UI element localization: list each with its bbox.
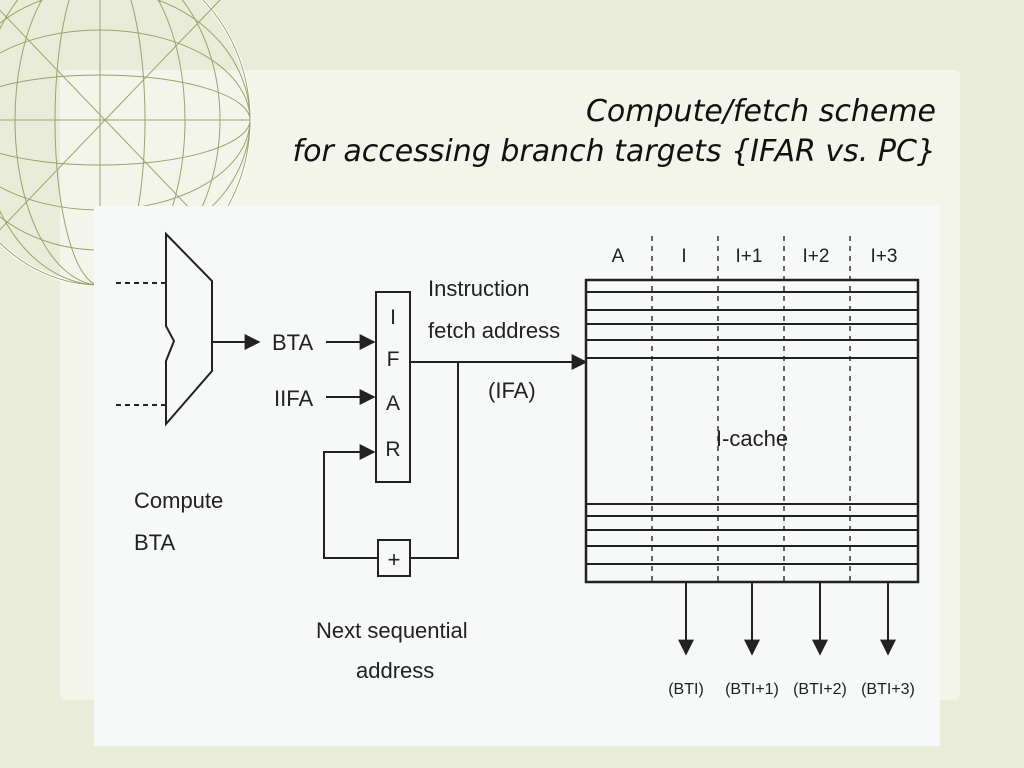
input-iifa-label: IIFA <box>274 386 313 411</box>
column-header-a: A <box>612 246 625 267</box>
ifar-letter-i: I <box>390 306 396 329</box>
i-cache-label: I-cache <box>716 426 788 451</box>
column-header-i1: I+1 <box>736 246 763 267</box>
title-line-2: for accessing branch targets {IFAR vs. P… <box>292 134 936 169</box>
column-header-i3: I+3 <box>871 246 898 267</box>
fetch-address-label-1: Instruction <box>428 276 530 301</box>
compute-label-1: Compute <box>134 488 223 513</box>
fetch-address-label-2: fetch address <box>428 318 560 343</box>
column-separators <box>651 236 851 582</box>
output-bti: (BTI) <box>668 681 704 698</box>
loop-right <box>410 362 459 559</box>
cache-lines-top <box>586 291 918 359</box>
ifar-letter-r: R <box>385 438 400 461</box>
ifar-letter-f: F <box>387 348 400 371</box>
next-seq-label-1: Next sequential <box>316 618 468 643</box>
title-line-1: Compute/fetch scheme <box>585 94 936 129</box>
cache-lines-bottom <box>586 503 918 565</box>
next-seq-label-2: address <box>356 658 434 683</box>
slide-title: Compute/fetch scheme for accessing branc… <box>293 92 936 172</box>
column-header-i2: I+2 <box>803 246 830 267</box>
ifar-letter-a: A <box>386 392 400 415</box>
adder-symbol: + <box>388 547 401 572</box>
output-bti1: (BTI+1) <box>725 681 779 698</box>
compute-bta-unit <box>165 231 213 427</box>
output-bti2: (BTI+2) <box>793 681 847 698</box>
output-arrows <box>678 582 896 656</box>
output-bti3: (BTI+3) <box>861 681 915 698</box>
column-header-i: I <box>681 246 686 267</box>
input-bta-label: BTA <box>272 330 313 355</box>
ifa-label: (IFA) <box>488 378 536 403</box>
ifar-register <box>375 291 411 483</box>
compute-label-2: BTA <box>134 530 175 555</box>
compute-fetch-diagram: Compute BTA BTA IIFA I F A R Instruction… <box>116 231 920 698</box>
diagram-image: Compute BTA BTA IIFA I F A R Instruction… <box>94 206 940 746</box>
loop-left <box>323 444 378 559</box>
